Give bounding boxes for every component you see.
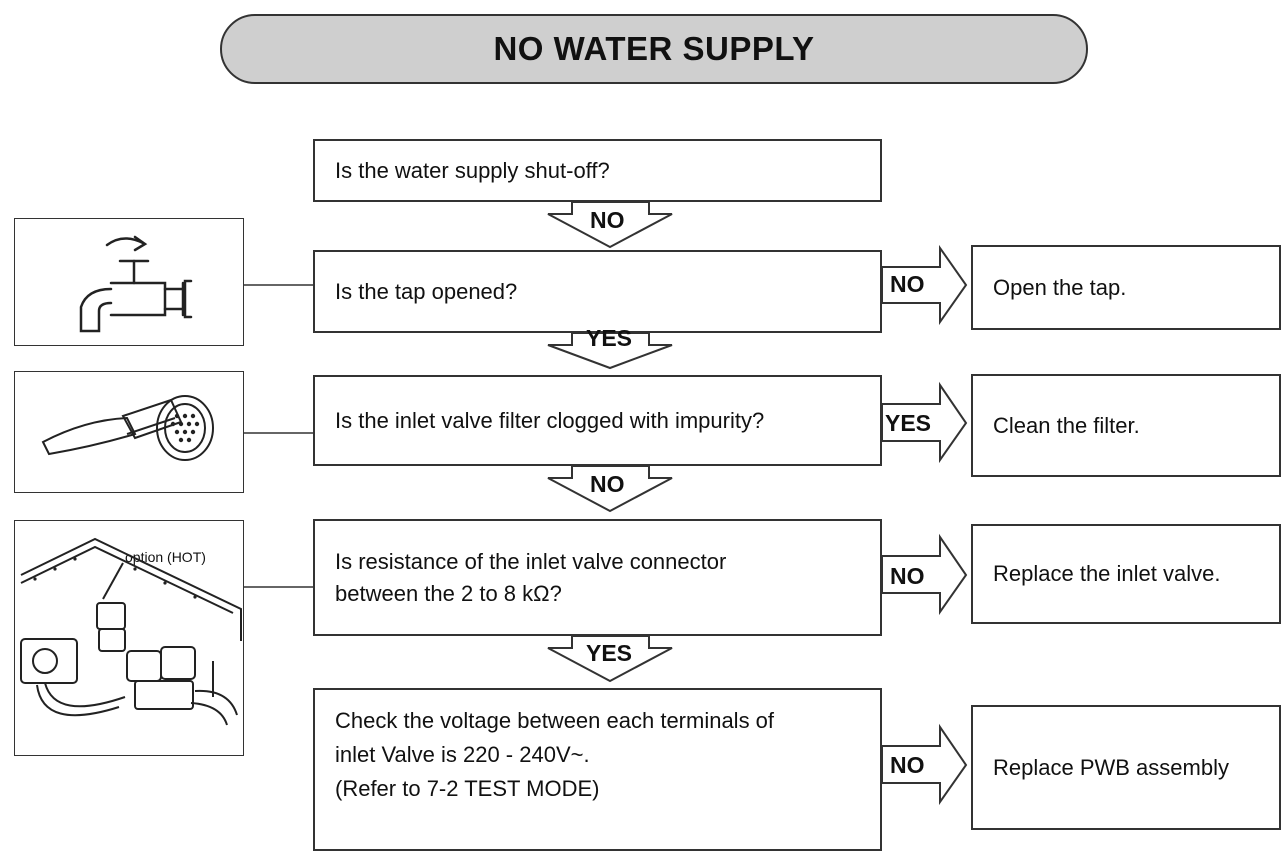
question-line: inlet Valve is 220 - 240V~. [335,742,590,768]
down-label-3: NO [590,471,625,497]
question-text: Is the inlet valve filter clogged with i… [335,407,765,433]
valve-illustration: option (HOT) [14,520,244,756]
valve-option-label: option (HOT) [125,549,206,565]
side-label-2: NO [890,271,925,297]
down-arrow-3 [547,465,673,513]
question-line: Is resistance of the inlet valve connect… [335,548,727,574]
side-label-4: NO [890,563,925,589]
question-box-3: Is the inlet valve filter clogged with i… [313,375,882,466]
down-label-1: NO [590,207,625,233]
question-line: between the 2 to 8 kΩ? [335,580,562,606]
tap-illustration [14,218,244,346]
result-text: Open the tap. [993,274,1127,300]
result-box-4: Replace the inlet valve. [971,524,1281,624]
question-text: Is the water supply shut-off? [335,157,610,183]
down-arrow-2 [547,332,673,370]
question-line: (Refer to 7-2 TEST MODE) [335,776,600,802]
side-arrow-2 [881,244,968,326]
result-text: Clean the filter. [993,412,1140,438]
side-arrow-4 [881,533,968,616]
side-label-3: YES [885,410,932,436]
inlet-valve-icon [20,537,242,726]
question-box-1: Is the water supply shut-off? [313,139,882,202]
side-label-5: NO [890,752,925,778]
filter-brush-icon [41,395,214,461]
page-title: NO WATER SUPPLY [493,30,815,67]
down-arrow-4 [547,635,673,683]
side-arrow-3 [881,381,968,464]
result-box-3: Clean the filter. [971,374,1281,477]
down-arrow-1 [547,201,673,249]
result-text: Replace the inlet valve. [993,561,1221,586]
title-banner: NO WATER SUPPLY [220,14,1088,84]
down-label-4: YES [586,640,633,666]
tap-icon [79,235,193,333]
question-box-5: Check the voltage between each terminals… [313,688,882,851]
filter-illustration [14,371,244,493]
result-box-2: Open the tap. [971,245,1281,330]
question-box-2: Is the tap opened? [313,250,882,333]
question-text: Is the tap opened? [335,278,518,304]
side-arrow-5 [881,723,968,806]
question-box-4: Is resistance of the inlet valve connect… [313,519,882,636]
down-label-2: YES [586,325,633,351]
result-text: Replace PWB assembly [993,754,1229,780]
result-box-5: Replace PWB assembly [971,705,1281,830]
question-line: Check the voltage between each terminals… [335,708,775,733]
